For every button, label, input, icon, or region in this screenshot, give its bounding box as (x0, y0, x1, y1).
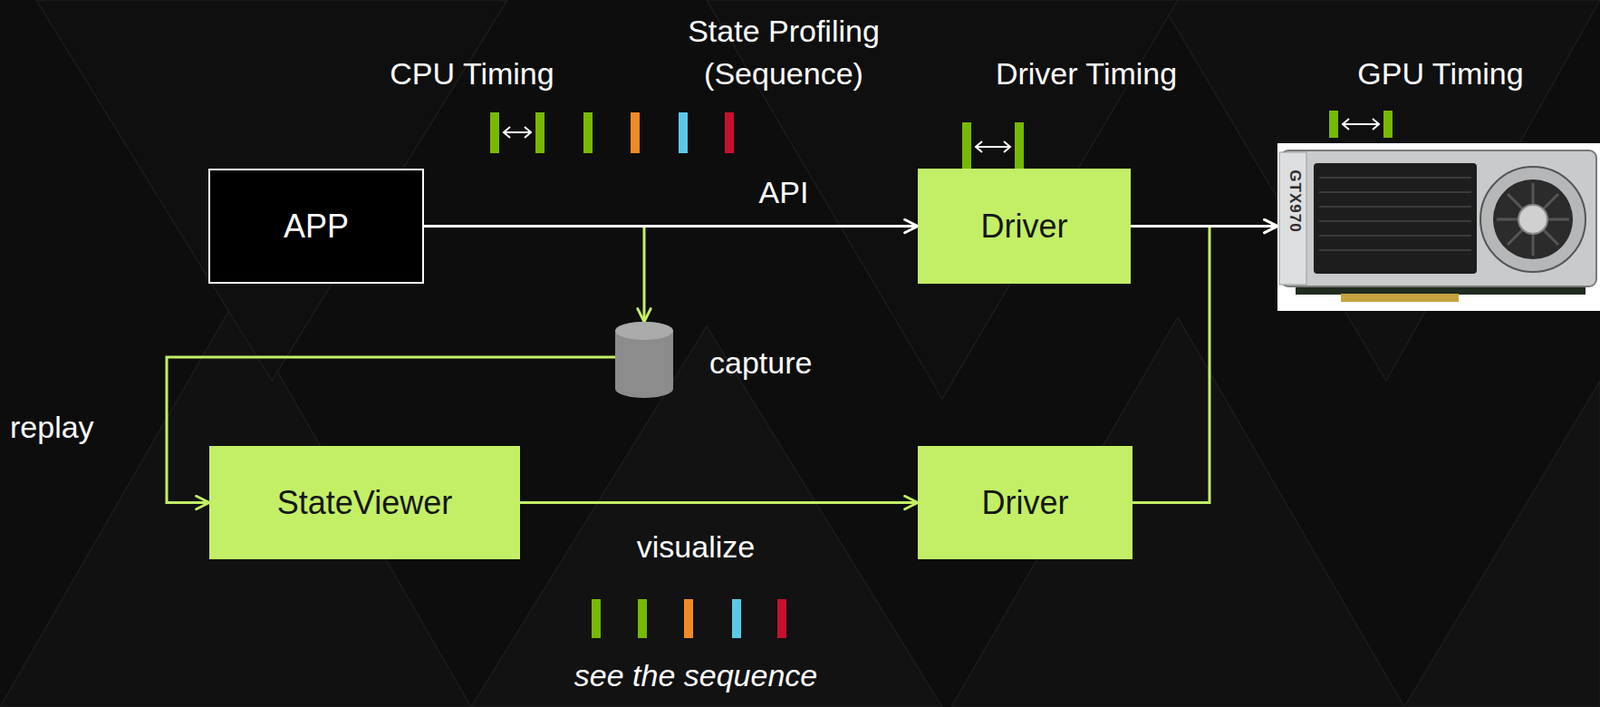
driver-box: Driver (917, 168, 1131, 284)
edge-label: replay (9, 408, 137, 445)
timing-heading: CPU Timing (354, 55, 590, 92)
driver-timing-marks (962, 122, 1024, 172)
gpu-timing-marks (1329, 110, 1393, 138)
label-holder: CPU Timing (354, 55, 590, 92)
fan-blades (1496, 183, 1570, 256)
timing-bar (535, 112, 545, 154)
timing-bar (1329, 110, 1339, 138)
label-holder: Driver Timing (968, 55, 1205, 92)
background-triangle (471, 326, 943, 707)
sequence-bar (591, 598, 601, 638)
note-text: see the sequence (514, 656, 878, 694)
connector-arrow (424, 224, 918, 228)
card-connector (1340, 293, 1459, 302)
connector-arrow (1130, 224, 1278, 228)
edge-label: visualize (605, 528, 787, 565)
sequence-bar (777, 598, 787, 638)
timing-bar (962, 122, 972, 172)
label-holder: GPU Timing (1331, 55, 1550, 92)
node-text: GTX970 (1285, 169, 1304, 232)
visualized-sequence (591, 598, 787, 638)
capture-store: capture (615, 321, 674, 398)
photo-ground (1277, 143, 1600, 311)
interval-arrow (1342, 118, 1379, 130)
node-text: APP (283, 207, 349, 246)
fan (1493, 179, 1573, 260)
sequence-bar (724, 112, 734, 154)
sequence-bar (684, 598, 694, 638)
interval-arrow (975, 141, 1011, 153)
interval-arrow (503, 126, 531, 138)
background-triangle (1404, 380, 1600, 707)
gpu-card: GTX970 (1277, 143, 1600, 311)
label-holder: API (738, 173, 829, 211)
label-holder: replay (9, 408, 137, 445)
gpu-card-illustration (1277, 143, 1600, 311)
timing-heading: Driver Timing (968, 55, 1205, 92)
sequence-bar (732, 598, 742, 638)
fan-housing (1480, 166, 1586, 272)
driver-box: Driver (917, 445, 1133, 560)
sequence-bar (637, 598, 647, 638)
card-window (1313, 163, 1477, 274)
connector-arrow (520, 501, 918, 504)
node-text: capture (709, 344, 812, 381)
cylinder-shape (615, 321, 674, 398)
stateviewer-box: StateViewer (209, 445, 521, 560)
cpu-timing-marks (490, 112, 734, 154)
timing-heading: State Profiling (Sequence) (647, 9, 920, 96)
node-text: StateViewer (277, 483, 453, 522)
node-text: Driver (981, 207, 1069, 246)
timing-heading: GPU Timing (1331, 55, 1550, 92)
background-triangle (1159, 0, 1600, 381)
background-triangle (951, 317, 1405, 707)
timing-bar (1383, 110, 1393, 138)
sequence-bar (678, 112, 688, 154)
connector-arrow (424, 226, 645, 323)
cylinder-body (615, 321, 674, 398)
card-end-plate (1279, 152, 1307, 285)
node-text: Driver (982, 483, 1070, 522)
card-shroud (1281, 150, 1597, 287)
connector-arrow (1132, 226, 1278, 503)
card-fins (1319, 177, 1472, 251)
timing-bar (490, 112, 500, 154)
sequence-bar (583, 112, 593, 154)
timing-bar (1014, 122, 1024, 172)
edge-label: API (738, 173, 829, 211)
sequence-bar (630, 112, 640, 154)
label-holder: visualize (605, 528, 787, 565)
label-holder: State Profiling (Sequence) (647, 9, 920, 96)
cylinder-top (615, 321, 674, 340)
app-box: APP (208, 168, 425, 284)
label-holder: see the sequence (514, 656, 878, 694)
fan-hub (1518, 204, 1548, 234)
